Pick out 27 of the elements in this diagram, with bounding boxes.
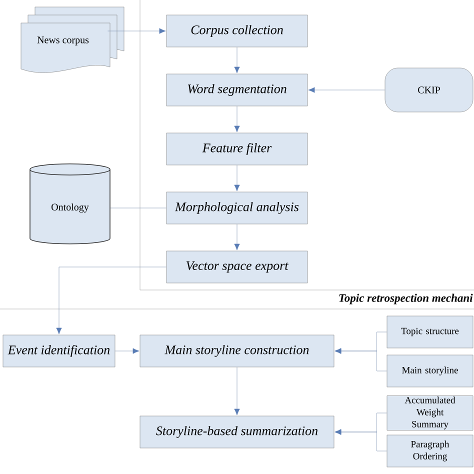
arrow	[56, 266, 166, 334]
input-box: Paragraph Ordering	[386, 434, 474, 468]
arrow	[234, 367, 240, 416]
database-cylinder: Ontology	[30, 164, 110, 244]
process-box: Vector space export	[166, 250, 308, 284]
arrow	[234, 106, 240, 132]
arrow	[334, 348, 387, 372]
process-box: Main storyline construction	[140, 334, 334, 368]
process-box: Word segmentation	[166, 74, 308, 106]
process-box: Event identification	[2, 334, 116, 368]
arrow	[108, 28, 166, 34]
arrow	[308, 87, 385, 93]
process-box: Feature filter	[166, 132, 308, 166]
process-box: Morphological analysis	[166, 192, 308, 224]
input-box: Topic structure	[386, 316, 474, 348]
arrow	[234, 47, 240, 74]
input-box: Main storyline	[386, 354, 474, 388]
process-box: Storyline-based summarization	[140, 416, 334, 448]
arrow	[115, 348, 140, 354]
arrow	[234, 224, 240, 250]
document-stack: News corpus	[20, 6, 124, 73]
input-box: Accumulated Weight Summary	[386, 395, 474, 431]
section-title: Topic retrospection mechani	[339, 294, 473, 304]
arrow	[334, 429, 387, 452]
process-box: Corpus collection	[166, 14, 308, 48]
rounded-box: CKIP	[384, 68, 474, 112]
arrow	[234, 165, 240, 192]
